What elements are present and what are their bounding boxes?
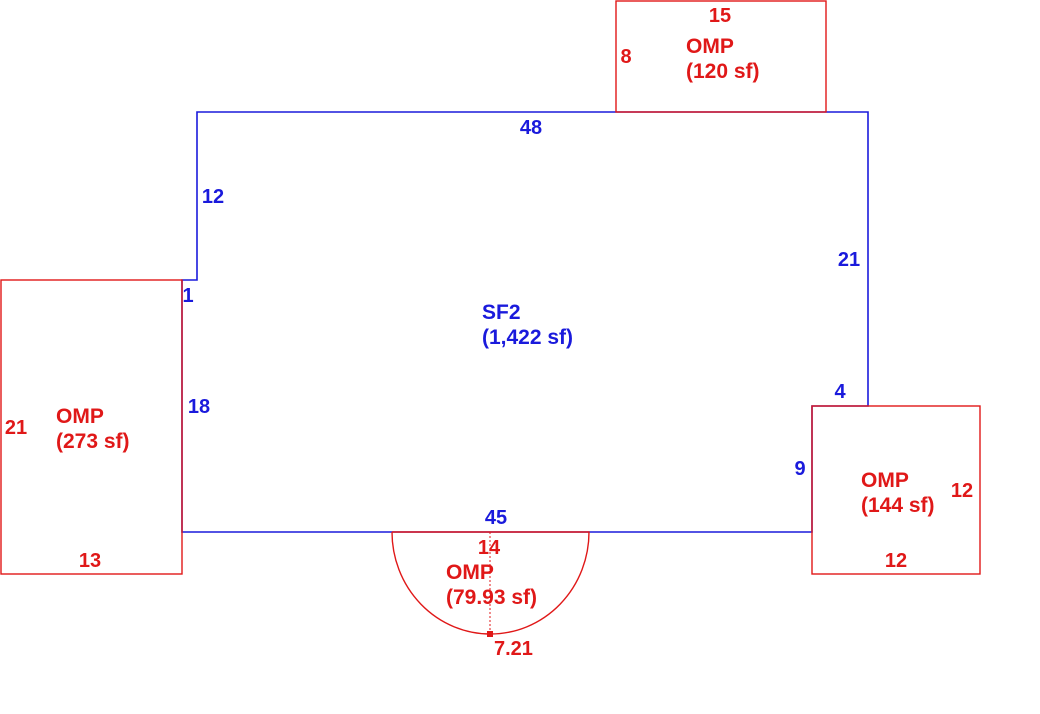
- dim-main-bottom: 45: [485, 507, 507, 529]
- dim-main-upper-left: 12: [202, 186, 224, 208]
- main-area-name: SF2: [482, 301, 521, 324]
- dim-main-jog: 1: [182, 285, 193, 307]
- main-area-size: (1,422 sf): [482, 326, 573, 349]
- dim-main-notch-side: 9: [794, 458, 805, 480]
- porch-top-name: OMP: [686, 35, 734, 58]
- dim-porch-right-bottom: 12: [885, 550, 907, 572]
- dim-main-top: 48: [520, 117, 542, 139]
- porch-bottom-outline: [391, 531, 590, 635]
- main-area-outline: [181, 111, 869, 533]
- dim-porch-bottom-diameter: 14: [478, 537, 501, 559]
- porch-right-size: (144 sf): [861, 494, 935, 517]
- dim-main-lower-left: 18: [188, 396, 210, 418]
- porch-left-outline: [0, 279, 183, 575]
- porch-top-size: (120 sf): [686, 60, 760, 83]
- porch-right-name: OMP: [861, 469, 909, 492]
- dim-main-right: 21: [838, 249, 860, 271]
- porch-top-outline: [615, 0, 827, 113]
- dim-porch-top-depth: 8: [620, 46, 631, 68]
- porch-left-name: OMP: [56, 405, 104, 428]
- porch-bottom-name: OMP: [446, 561, 494, 584]
- dim-porch-left-bottom: 13: [79, 550, 101, 572]
- porch-bottom-radius-marker: [487, 631, 493, 637]
- porch-left-size: (273 sf): [56, 430, 130, 453]
- dim-main-notch-top: 4: [834, 381, 846, 403]
- dim-porch-top-width: 15: [709, 5, 731, 27]
- porch-bottom-size: (79.93 sf): [446, 586, 537, 609]
- dim-porch-right-side: 12: [951, 480, 973, 502]
- dim-porch-bottom-radius: 7.21: [494, 638, 533, 660]
- porch-right-outline: [811, 405, 981, 575]
- dim-porch-left-side: 21: [5, 417, 27, 439]
